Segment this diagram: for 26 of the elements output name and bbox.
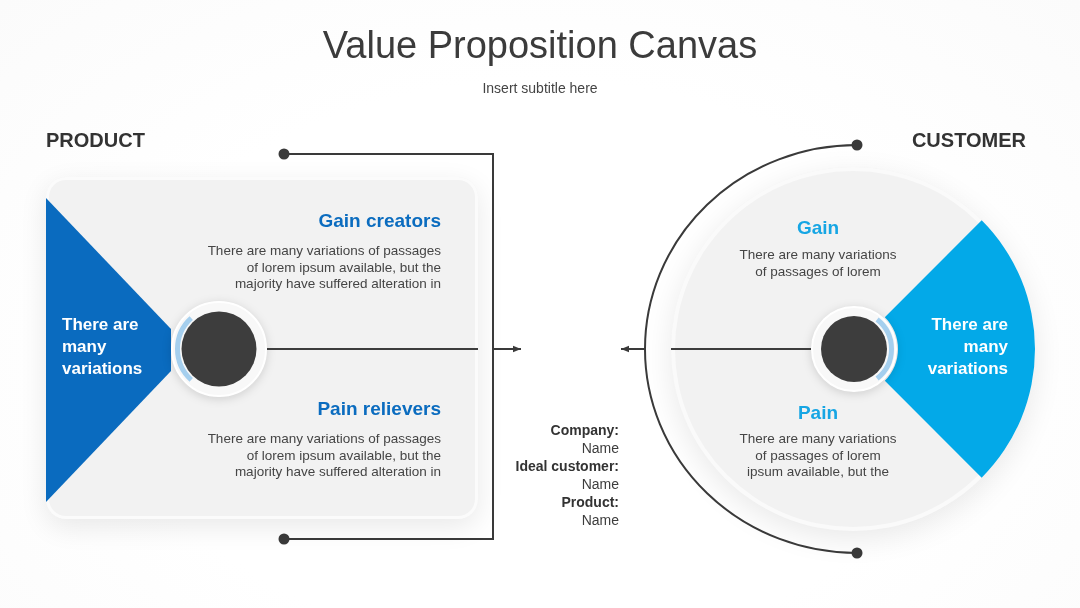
segment-text: There are many variations [926, 314, 1008, 380]
section-title: Gain [796, 216, 840, 240]
section-title: Pain relievers [317, 397, 441, 421]
triangle-segment [46, 198, 171, 502]
field-value: Name [581, 439, 619, 457]
section-heading: CUSTOMER [911, 128, 1026, 152]
field-value: Name [581, 511, 619, 529]
section-title: Pain [797, 401, 839, 425]
body-text: There are many variations of passages of lorem ipsum available, but the majority have suffered alteration in [206, 431, 441, 481]
connector-line [670, 348, 812, 350]
rounded-panel [46, 177, 478, 519]
connector-line [266, 348, 479, 350]
field-label: Product: [561, 493, 619, 511]
field-value: Name [581, 475, 619, 493]
hub-circle [171, 301, 267, 397]
section-title: Gain creators [318, 209, 441, 233]
title: Value Proposition Canvas [322, 23, 758, 68]
body-text: There are many variations of passages of lorem [738, 247, 898, 280]
field-label: Company: [550, 421, 619, 439]
field-label: Ideal customer: [515, 457, 619, 475]
body-text: There are many variations of passages of lorem ipsum available, but the majority have suffered alteration in [206, 243, 441, 293]
segment-text: There are many variations [62, 314, 144, 380]
subtitle: Insert subtitle here [482, 79, 598, 97]
body-text: There are many variations of passages of lorem ipsum available, but the [738, 431, 898, 481]
section-heading: PRODUCT [46, 128, 145, 152]
hub-circle [811, 306, 897, 392]
